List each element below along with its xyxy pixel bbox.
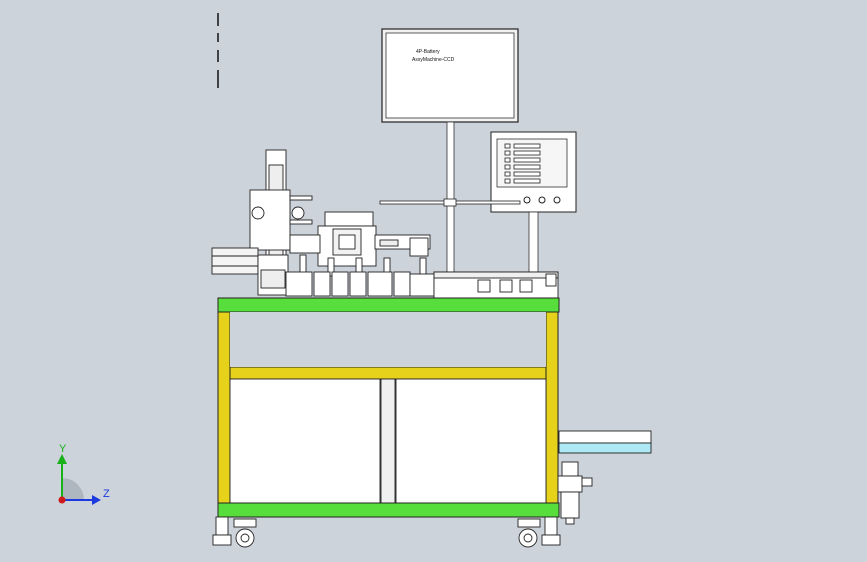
z-axis-arrow (92, 495, 101, 505)
y-axis-arrow (57, 454, 67, 464)
conveyor-panel (558, 430, 652, 454)
cabinet-door-right (395, 378, 547, 504)
hmi-knob-3 (553, 196, 561, 204)
frame-left-leg (217, 311, 231, 505)
y-axis-label: Y (59, 443, 67, 455)
hmi-knob-2 (538, 196, 546, 204)
casters (212, 516, 561, 548)
hmi-knob-1 (523, 196, 531, 204)
monitor-text-line1: 4P-Battery (416, 49, 440, 55)
cabinet-door-left (229, 378, 381, 504)
axis-triad: Y Z (57, 443, 110, 505)
cabinet-inner (230, 312, 546, 367)
frame-right-leg (545, 311, 559, 505)
cabinet-doors (229, 378, 547, 504)
hmi-panel (379, 131, 577, 273)
machine-frame (217, 311, 559, 505)
monitor: 4P-Battery AssyMachine-CCD (381, 28, 519, 273)
table-top (217, 297, 560, 313)
reel-feeder (211, 149, 313, 296)
air-filter-regulator (557, 461, 593, 525)
base-plate (217, 502, 560, 518)
right-rail (433, 271, 559, 299)
frame-crossbar (229, 366, 547, 380)
hmi-pole (528, 211, 539, 273)
monitor-text-line2: AssyMachine-CCD (412, 57, 455, 63)
door-handle (380, 378, 396, 504)
monitor-screen (385, 32, 515, 119)
z-axis-label: Z (103, 488, 110, 500)
hmi-button-grid (504, 143, 541, 184)
monitor-pole (446, 121, 455, 273)
x-axis-dot (58, 496, 66, 504)
